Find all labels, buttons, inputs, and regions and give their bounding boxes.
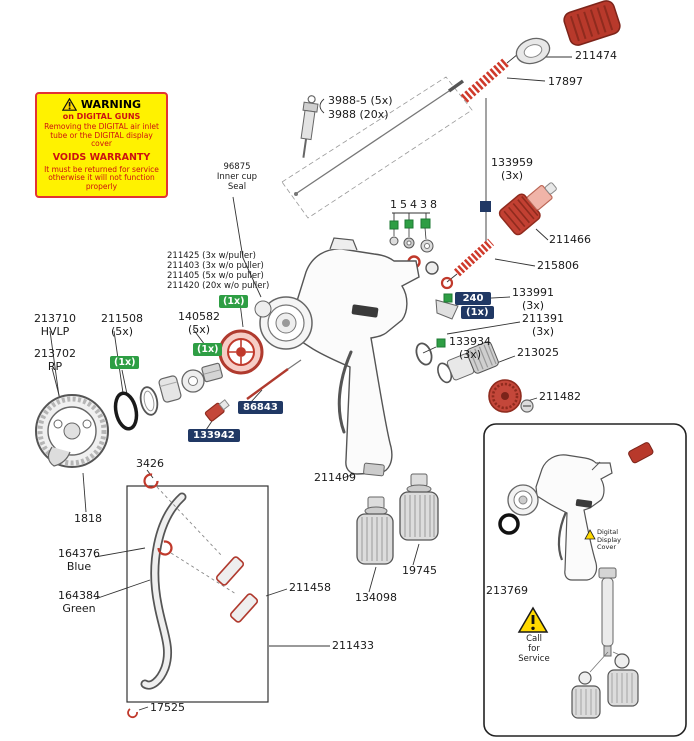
air-cap-assembly <box>35 362 223 468</box>
inset-bottom-parts <box>571 651 639 719</box>
cup-19745 <box>399 473 439 541</box>
needle-tip-86843 <box>246 359 302 400</box>
small-warning-triangle-icon <box>584 529 596 540</box>
valve-213025 <box>437 341 499 384</box>
inset-gun <box>507 442 654 581</box>
paint-needle <box>294 79 465 196</box>
warning-title-row: WARNING <box>40 98 163 111</box>
o-ring-211391 <box>415 342 433 366</box>
call-service-triangle-icon <box>517 606 549 633</box>
air-micrometer-knob <box>563 0 621 46</box>
fluid-tip-133942 <box>204 399 230 422</box>
service-inset <box>483 423 687 737</box>
air-valve-parts-15438 <box>389 218 439 275</box>
knob-211466 <box>498 182 557 236</box>
leader-lines <box>49 53 595 711</box>
nozzle-240 <box>435 276 459 320</box>
marker-133959 <box>480 201 491 212</box>
retaining-nut-211474 <box>515 37 551 65</box>
warning-title: WARNING <box>80 98 142 111</box>
warning-triangle-icon <box>61 98 77 111</box>
spray-control-disc <box>218 329 264 375</box>
spring-17897 <box>460 57 511 103</box>
inset-air-tube <box>598 567 617 657</box>
knob-211482 <box>488 379 534 413</box>
inset-o-ring-213769 <box>498 513 520 535</box>
marker-133934 <box>436 338 446 348</box>
warning-subtitle: on DIGITAL GUNS <box>62 112 141 121</box>
gun-body <box>254 237 420 477</box>
spring-215806 <box>453 238 495 277</box>
warning-voids: VOIDS WARRANTY <box>52 151 151 163</box>
cup-134098 <box>356 496 394 565</box>
grease-syringe <box>300 95 319 158</box>
warning-footer: It must be returned for service otherwis… <box>44 164 159 191</box>
construction-lines <box>281 76 473 219</box>
warning-body: Removing the DIGITAL air inlet tube or t… <box>44 122 159 148</box>
digital-warning-label: WARNING on DIGITAL GUNS Removing the DIG… <box>35 92 168 198</box>
trigger-assembly <box>126 473 269 719</box>
